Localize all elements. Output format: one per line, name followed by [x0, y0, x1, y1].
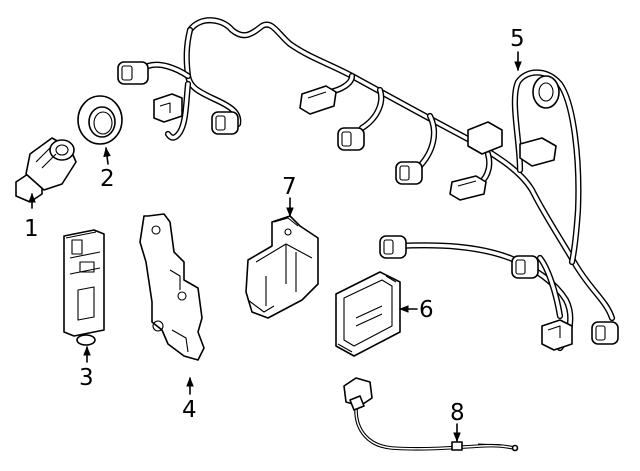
parking-sensor[interactable] [15, 137, 77, 203]
mounting-bracket[interactable] [139, 213, 205, 361]
harness-connector-d [299, 85, 337, 115]
control-unit[interactable] [335, 271, 401, 357]
leader-2 [103, 147, 111, 165]
wiring-harness[interactable] [117, 17, 619, 352]
harness-connector-c [211, 111, 239, 135]
harness-connector-l [591, 321, 619, 345]
callout-4: 4 [182, 397, 197, 423]
callout-5: 5 [510, 26, 525, 52]
callout-3: 3 [79, 365, 94, 391]
harness-connector-b [153, 93, 183, 123]
harness-connector-a [117, 61, 149, 85]
harness-connector-f [395, 161, 423, 185]
callout-6: 6 [419, 297, 434, 323]
harness-connector-h [467, 121, 557, 167]
harness-connector-e [337, 127, 365, 151]
harness-connector-i [379, 235, 407, 259]
harness-connector-k [541, 319, 573, 351]
callout-labels: 1 2 3 4 5 6 7 8 [24, 26, 525, 426]
callout-7: 7 [282, 174, 297, 200]
relay-module[interactable] [63, 229, 105, 346]
harness-connector-j [511, 255, 539, 279]
harness-grommet [532, 75, 560, 109]
control-unit-bracket[interactable] [245, 215, 319, 319]
callout-8: 8 [450, 400, 465, 426]
sensor-grommet-ring[interactable] [77, 95, 123, 145]
callout-1: 1 [24, 216, 39, 242]
sensor-cable[interactable] [343, 377, 519, 452]
callout-leaders [28, 51, 522, 442]
callout-2: 2 [100, 166, 115, 192]
harness-connector-g [449, 175, 487, 201]
